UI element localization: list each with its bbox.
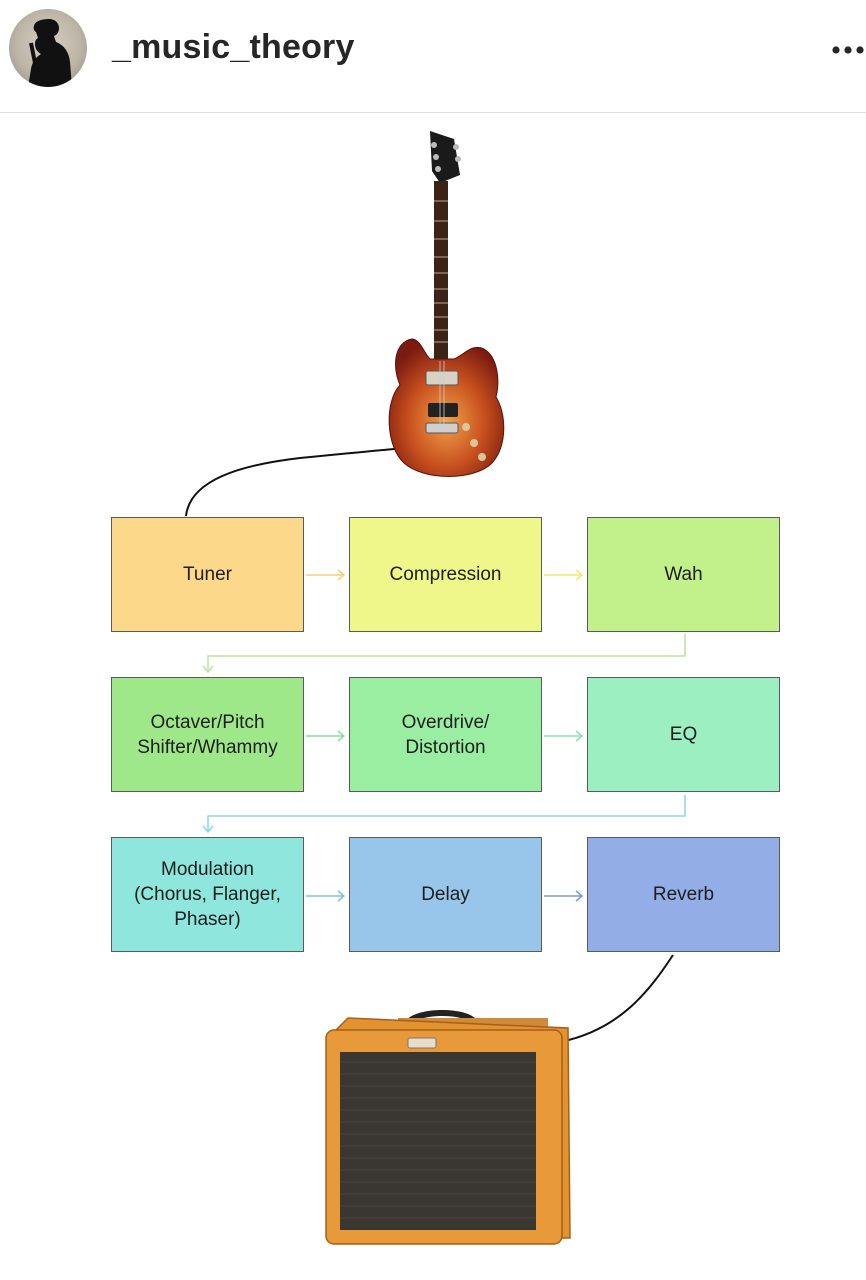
pedal-label: Reverb	[652, 884, 715, 905]
pedal-label: Overdrive/ Distortion	[401, 711, 490, 758]
pedal-wah: Wah	[587, 517, 780, 632]
post-header: _music_theory	[0, 0, 866, 113]
arrow-tuner-compression	[306, 569, 346, 581]
more-options-icon	[832, 46, 864, 54]
post-image[interactable]: Tuner Compression Wah Octaver/Pitch Shif…	[0, 113, 866, 1280]
guitar-amplifier-icon	[325, 1010, 571, 1245]
pedal-label: Wah	[664, 564, 703, 585]
arrow-overdrive-eq	[544, 730, 584, 742]
username[interactable]: _music_theory	[112, 28, 355, 66]
pedal-tuner: Tuner	[111, 517, 304, 632]
pedal-label: EQ	[669, 724, 698, 745]
more-options-button[interactable]	[828, 30, 866, 70]
arrow-wah-octaver	[202, 634, 686, 674]
pedal-delay: Delay	[349, 837, 542, 952]
pedal-overdrive-distortion: Overdrive/ Distortion	[349, 677, 542, 792]
electric-guitar-icon	[388, 131, 505, 477]
pedal-label: Delay	[421, 884, 470, 905]
arrow-eq-modulation	[202, 795, 686, 834]
pedal-label: Compression	[389, 564, 502, 585]
pedal-label: Tuner	[183, 564, 232, 585]
pedal-label: Octaver/Pitch Shifter/Whammy	[137, 711, 278, 758]
pedal-octaver-pitch-shifter: Octaver/Pitch Shifter/Whammy	[111, 677, 304, 792]
arrow-compression-wah	[544, 569, 584, 581]
arrow-delay-reverb	[544, 890, 584, 902]
pedal-reverb: Reverb	[587, 837, 780, 952]
arrow-modulation-delay	[306, 890, 346, 902]
arrow-octaver-overdrive	[306, 730, 346, 742]
pedal-compression: Compression	[349, 517, 542, 632]
pedal-eq: EQ	[587, 677, 780, 792]
pedal-modulation: Modulation (Chorus, Flanger, Phaser)	[111, 837, 304, 952]
pedal-label: Modulation (Chorus, Flanger, Phaser)	[134, 859, 281, 930]
saxophone-player-silhouette-icon	[28, 19, 72, 87]
avatar[interactable]	[9, 9, 87, 87]
